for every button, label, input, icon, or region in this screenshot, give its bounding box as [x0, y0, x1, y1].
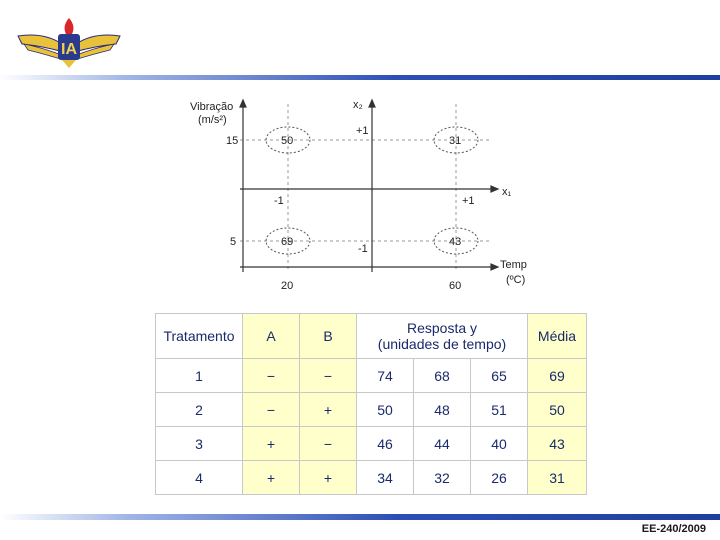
x1-minus-one: -1: [274, 195, 284, 207]
x1-axis-arrow-icon: [490, 185, 500, 193]
point-value-bottom-right: 43: [449, 236, 461, 248]
cell-b: −: [299, 426, 357, 461]
cell-b: −: [299, 358, 357, 393]
bottom-accent-bar: [0, 514, 720, 520]
header-response-line1: Resposta y: [406, 320, 478, 336]
header-treatment: Tratamento: [155, 313, 243, 359]
factorial-design-diagram: Vibração (m/s²) x₂ x₁ Temp (ºC) 15 5 20 …: [190, 98, 527, 292]
x-axis-arrow-icon: [490, 263, 500, 271]
table-row: 4 + + 34 32 26 31: [155, 460, 587, 495]
table-row: 1 − − 74 68 65 69: [155, 358, 587, 393]
y-axis-label-line2: (m/s²): [198, 114, 227, 126]
y-tick-high: 15: [226, 135, 238, 147]
y-axis-label-line1: Vibração: [190, 101, 233, 113]
point-ellipse-top-right: [433, 126, 479, 154]
cell-r2: 44: [413, 426, 471, 461]
x1-axis-label: x₁: [502, 186, 512, 198]
cell-r3: 40: [470, 426, 528, 461]
x2-minus-one: -1: [358, 243, 368, 255]
y-tick-low: 5: [230, 236, 236, 248]
cell-r1: 74: [356, 358, 414, 393]
table-row: 2 − + 50 48 51 50: [155, 392, 587, 427]
top-accent-bar: [0, 75, 720, 80]
cell-a: +: [242, 460, 300, 495]
cell-treatment: 3: [155, 426, 243, 461]
svg-text:IA: IA: [61, 41, 77, 58]
cell-r2: 32: [413, 460, 471, 495]
point-ellipse-bottom-left: [265, 227, 311, 255]
x-tick-low: 20: [281, 280, 293, 292]
cell-r3: 65: [470, 358, 528, 393]
cell-treatment: 4: [155, 460, 243, 495]
cell-a: −: [242, 392, 300, 427]
cell-b: +: [299, 392, 357, 427]
cell-r1: 34: [356, 460, 414, 495]
ita-wings-logo-icon: IA: [17, 18, 121, 68]
table-row: 3 + − 46 44 40 43: [155, 426, 587, 461]
cell-a: −: [242, 358, 300, 393]
cell-a: +: [242, 426, 300, 461]
point-value-bottom-left: 69: [281, 236, 293, 248]
x2-plus-one: +1: [356, 125, 369, 137]
cell-mean: 31: [527, 460, 587, 495]
header-a: A: [242, 313, 300, 359]
cell-treatment: 2: [155, 392, 243, 427]
point-ellipse-bottom-right: [433, 227, 479, 255]
x-tick-high: 60: [449, 280, 461, 292]
header-mean: Média: [527, 313, 587, 359]
cell-treatment: 1: [155, 358, 243, 393]
y-axis-arrow-icon: [239, 98, 247, 108]
x2-axis-label: x₂: [353, 99, 363, 111]
cell-r1: 46: [356, 426, 414, 461]
footer-course-code: EE-240/2009: [641, 523, 706, 535]
header-b: B: [299, 313, 357, 359]
cell-mean: 43: [527, 426, 587, 461]
point-value-top-right: 31: [449, 135, 461, 147]
x1-plus-one: +1: [462, 195, 475, 207]
cell-b: +: [299, 460, 357, 495]
point-ellipse-top-left: [265, 126, 311, 154]
cell-r2: 68: [413, 358, 471, 393]
header-response-line2: (unidades de tempo): [377, 336, 507, 352]
cell-r3: 51: [470, 392, 528, 427]
cell-mean: 69: [527, 358, 587, 393]
cell-mean: 50: [527, 392, 587, 427]
cell-r2: 48: [413, 392, 471, 427]
header-response: Resposta y (unidades de tempo): [356, 313, 528, 359]
cell-r3: 26: [470, 460, 528, 495]
point-value-top-left: 50: [281, 135, 293, 147]
x2-axis-arrow-icon: [368, 98, 376, 108]
x-axis-label-line2: (ºC): [506, 274, 525, 286]
treatment-table: Tratamento A B Resposta y (unidades de t…: [155, 313, 587, 495]
x-axis-label-line1: Temp: [500, 259, 527, 271]
cell-r1: 50: [356, 392, 414, 427]
